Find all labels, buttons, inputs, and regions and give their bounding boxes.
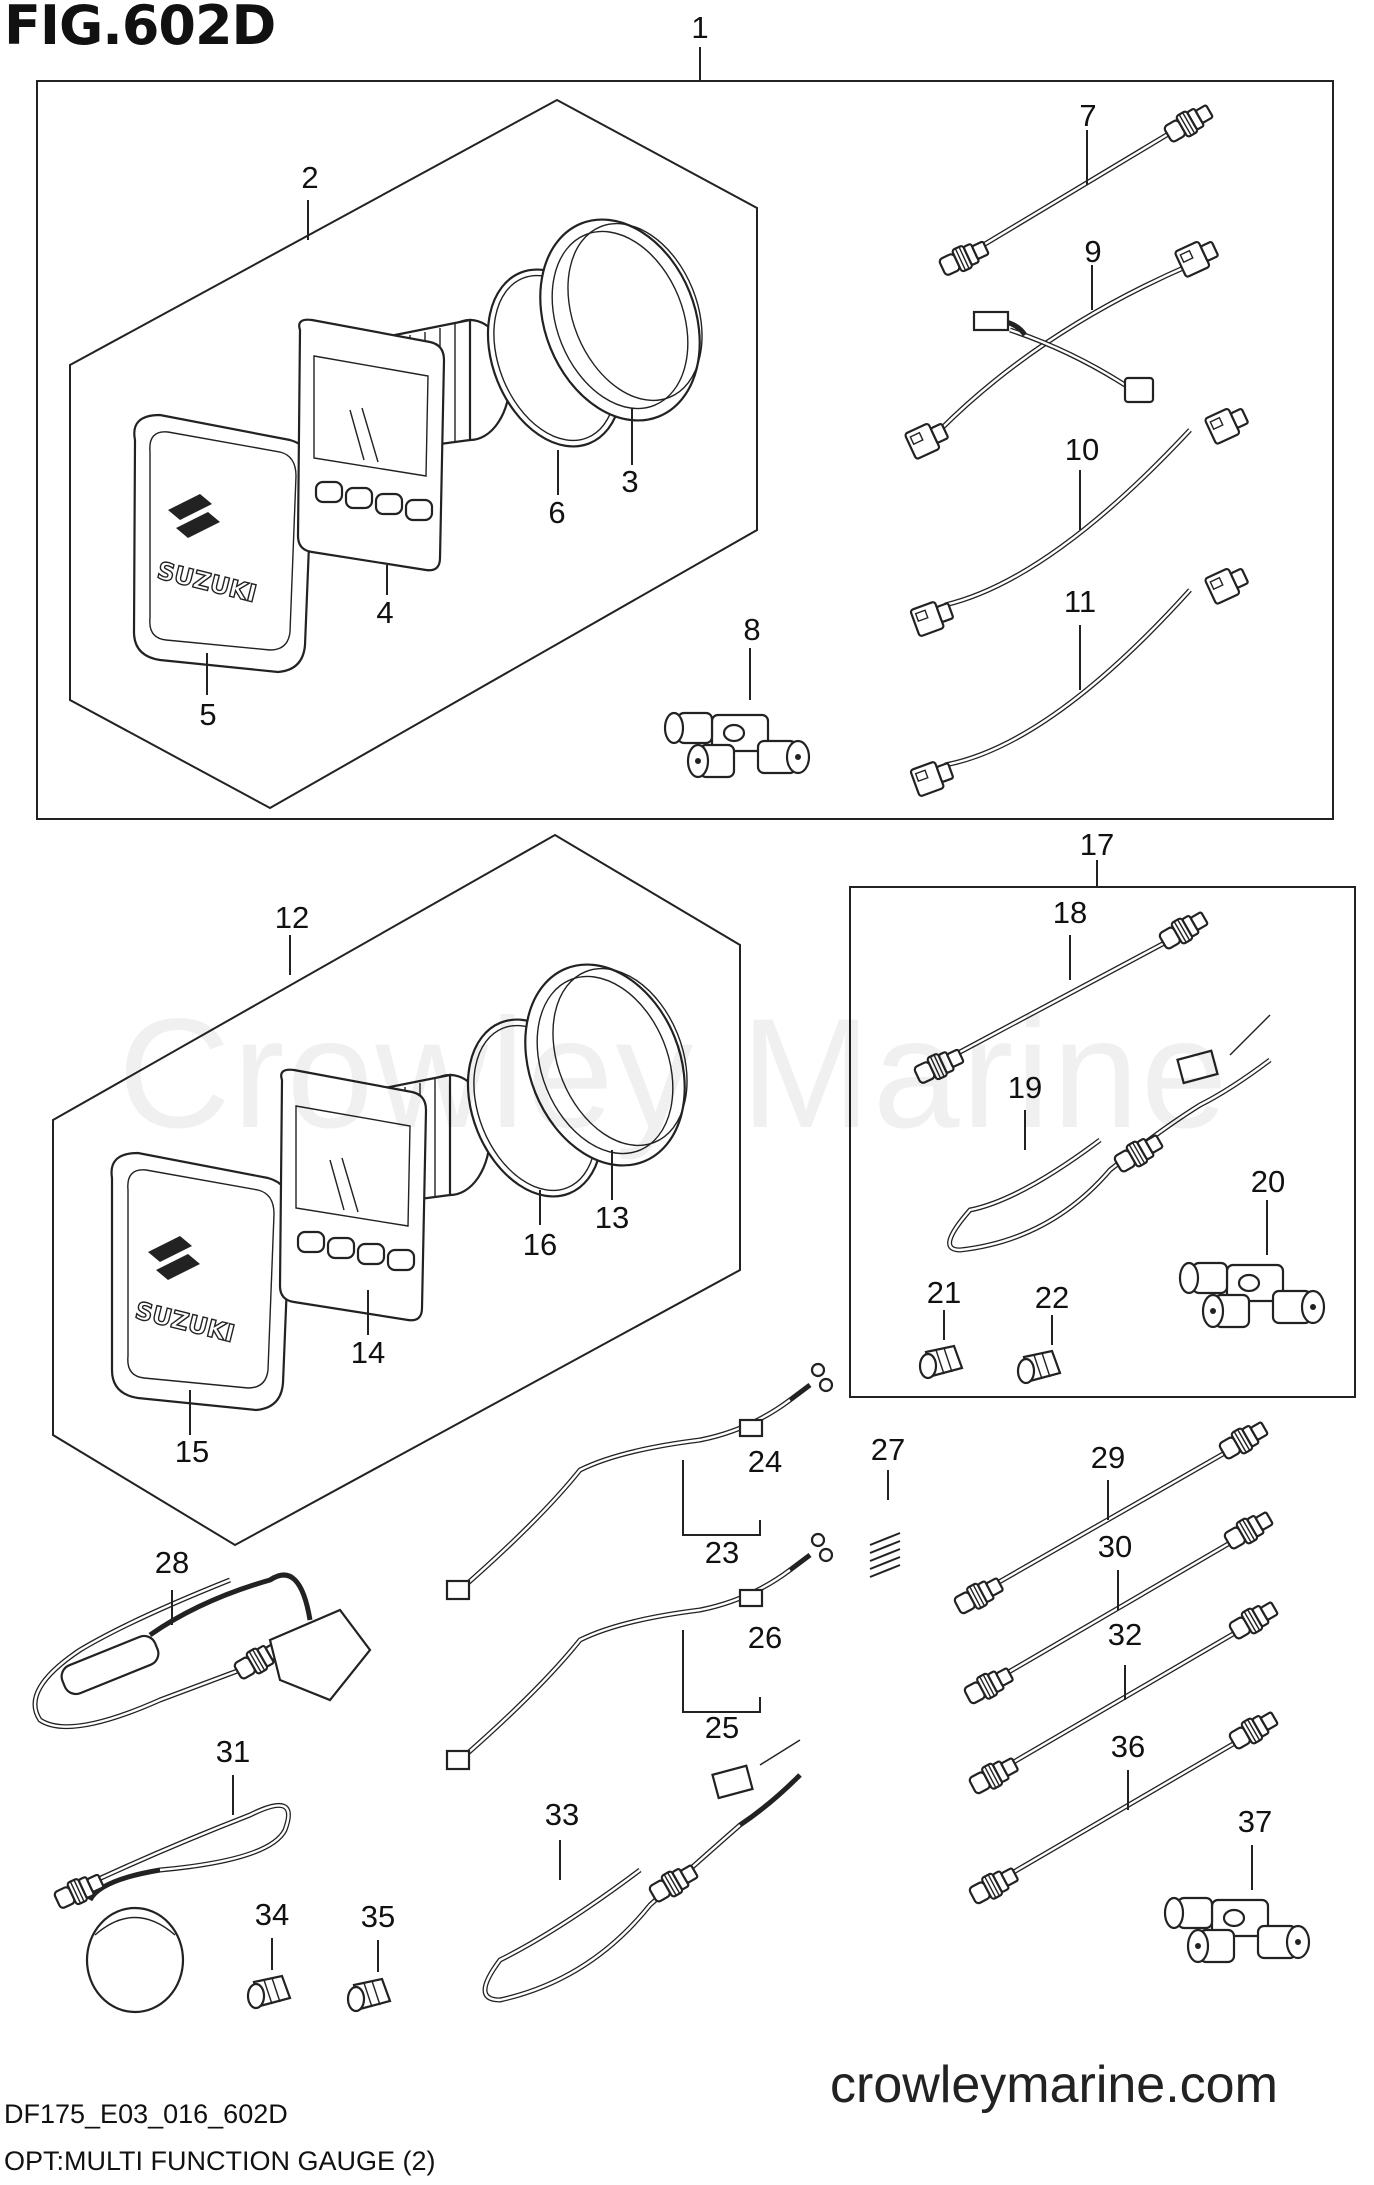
callout-33: 33 [545, 1797, 579, 1832]
nut-3 [539, 218, 703, 465]
cable-36 [965, 1706, 1282, 1909]
callout-6: 6 [548, 495, 565, 530]
callout-12: 12 [275, 900, 309, 935]
harness-9 [903, 234, 1222, 461]
kit-1-box [36, 47, 1334, 820]
cable-33 [482, 1739, 802, 2003]
cable-30 [960, 1506, 1277, 1709]
callout-5: 5 [199, 697, 216, 732]
tee-connector-8 [663, 648, 811, 779]
callout-34: 34 [255, 1897, 289, 1932]
harness-11 [909, 561, 1252, 798]
cable-29 [950, 1416, 1272, 1619]
callout-11: 11 [1064, 584, 1096, 619]
diagram-code: DF175_E03_016_602D [4, 2099, 288, 2129]
gauge-4 [296, 318, 512, 595]
callout-25: 25 [705, 1710, 739, 1745]
tee-connector-37 [1163, 1845, 1311, 1964]
callout-23: 23 [705, 1535, 739, 1570]
callout-27: 27 [871, 1432, 905, 1467]
callout-labels: 1 2 3 4 5 6 7 8 9 10 11 12 13 14 15 16 1… [155, 10, 1285, 1934]
gauge-kit-12-frame [52, 833, 741, 1547]
harness-23 [445, 1362, 834, 1601]
gauge-kit-2-frame [69, 98, 758, 810]
terminator-21 [918, 1310, 964, 1380]
callout-2: 2 [301, 160, 318, 195]
callout-13: 13 [595, 1200, 629, 1235]
website-link[interactable]: crowleymarine.com [830, 2056, 1278, 2114]
callout-15: 15 [175, 1434, 209, 1469]
callout-28: 28 [155, 1545, 189, 1580]
callout-19: 19 [1008, 1070, 1042, 1105]
bezel-5: SUZUKI [132, 413, 314, 695]
callout-32: 32 [1108, 1617, 1142, 1652]
callout-14: 14 [351, 1335, 385, 1370]
callout-21: 21 [927, 1275, 961, 1310]
callout-8: 8 [743, 612, 760, 647]
terminator-34 [246, 1938, 292, 2010]
cable-7 [936, 99, 1217, 280]
harness-25 [445, 1532, 834, 1771]
callout-3: 3 [621, 464, 638, 499]
callout-37: 37 [1238, 1804, 1272, 1839]
kit-17-box [849, 860, 1356, 1398]
terminator-22 [1016, 1315, 1062, 1385]
callout-36: 36 [1111, 1729, 1145, 1764]
callout-24: 24 [748, 1444, 782, 1479]
bezel-15: SUZUKI [110, 1151, 292, 1435]
callout-17: 17 [1080, 827, 1114, 862]
callout-26: 26 [748, 1620, 782, 1655]
callout-1: 1 [691, 10, 708, 45]
callout-30: 30 [1098, 1529, 1132, 1564]
transducer-31 [51, 1775, 291, 2014]
sensor-28 [32, 1572, 372, 1730]
callout-7: 7 [1079, 98, 1096, 133]
callout-18: 18 [1053, 895, 1087, 930]
cable-19 [947, 1014, 1272, 1253]
cable-32 [965, 1596, 1282, 1799]
nut-13 [524, 963, 688, 1200]
callout-9: 9 [1084, 234, 1101, 269]
callout-22: 22 [1035, 1280, 1069, 1315]
callout-4: 4 [376, 595, 393, 630]
callout-10: 10 [1065, 432, 1099, 467]
diagram-caption: OPT:MULTI FUNCTION GAUGE (2) [4, 2146, 436, 2176]
callout-29: 29 [1091, 1440, 1125, 1475]
terminator-35 [346, 1940, 392, 2013]
harness-10 [909, 401, 1252, 638]
callout-35: 35 [361, 1899, 395, 1934]
tee-connector-20 [1178, 1200, 1326, 1329]
spring-27 [869, 1470, 901, 1578]
callout-16: 16 [523, 1227, 557, 1262]
callout-20: 20 [1251, 1164, 1285, 1199]
cable-18 [911, 906, 1212, 1088]
figure-title: FIG.602D [4, 0, 276, 57]
watermark: Crowley Marine [118, 987, 1230, 1161]
callout-31: 31 [216, 1734, 250, 1769]
